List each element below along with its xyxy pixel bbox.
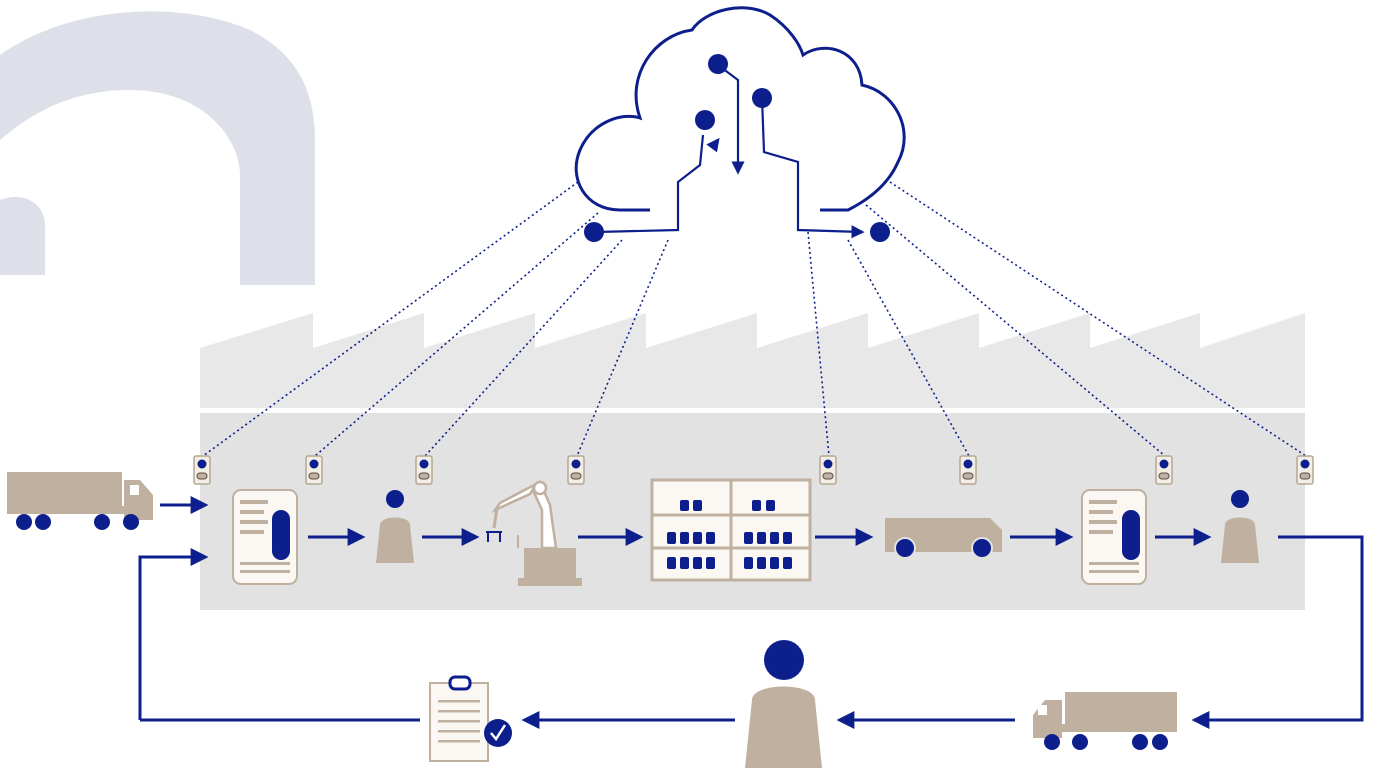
sensor-icon bbox=[1296, 455, 1314, 485]
robot-arm-icon bbox=[486, 480, 582, 586]
sensor-icon bbox=[567, 455, 585, 485]
flow-arrows bbox=[138, 496, 1364, 729]
factory-roof bbox=[200, 313, 1305, 408]
truck-icon bbox=[7, 472, 153, 530]
sensor-icon bbox=[819, 455, 837, 485]
document-icon bbox=[1081, 489, 1147, 585]
sensor-group bbox=[193, 455, 1314, 485]
sensor-icon bbox=[1155, 455, 1173, 485]
cloud-sensor-links bbox=[202, 181, 1307, 457]
sensor-icon bbox=[959, 455, 977, 485]
cloud-circuit bbox=[595, 64, 865, 239]
person-icon bbox=[376, 490, 414, 563]
cloud-icon bbox=[574, 6, 906, 212]
document-icon bbox=[232, 489, 298, 585]
person-icon bbox=[745, 640, 822, 768]
vehicle-icon bbox=[885, 518, 1002, 559]
person-icon bbox=[1221, 490, 1259, 563]
sensor-icon bbox=[305, 455, 323, 485]
background-digit-2 bbox=[0, 11, 315, 286]
sensor-icon bbox=[415, 455, 433, 485]
shelf-icon bbox=[650, 478, 812, 582]
sensor-icon bbox=[193, 455, 211, 485]
clipboard-check-icon bbox=[429, 675, 512, 762]
truck-icon bbox=[1033, 692, 1177, 750]
cloud-nodes bbox=[584, 54, 890, 242]
